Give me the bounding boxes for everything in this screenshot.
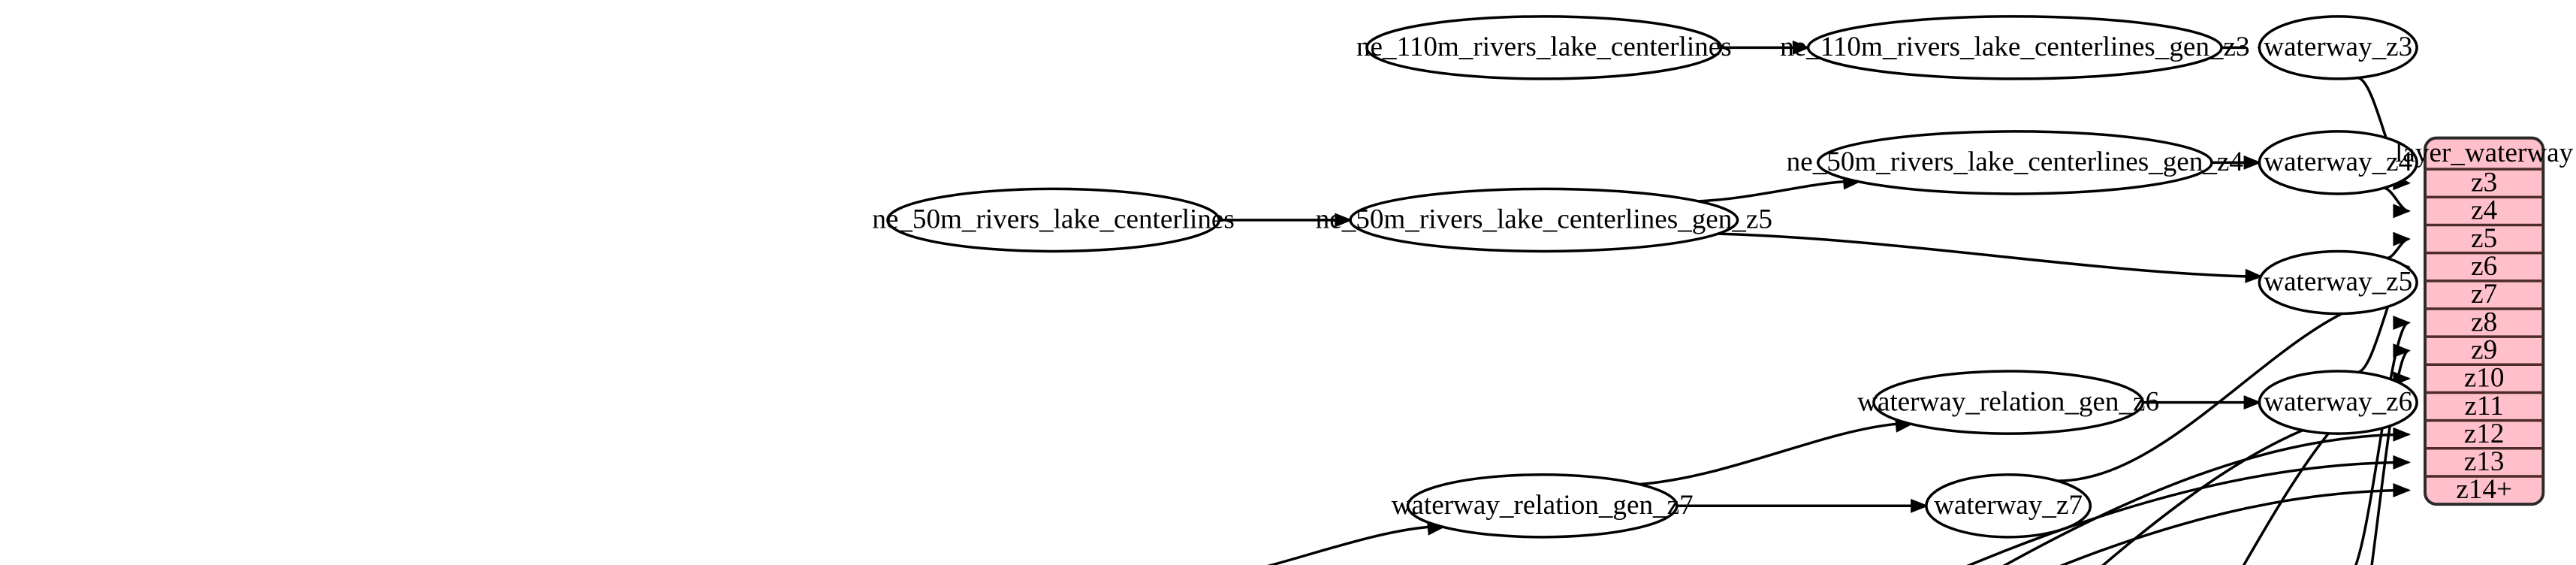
node-shape — [2258, 370, 2418, 435]
node-shape — [1406, 473, 1679, 539]
node-label: ne_50m_rivers_lake_centerlines_gen_z5 — [1316, 204, 1772, 235]
edge-arrowhead — [2243, 395, 2262, 410]
node-waterway_relation_gen_z6[interactable]: waterway_relation_gen_z6 — [1857, 370, 2159, 435]
layer-waterway-table-title: layer_waterway — [2395, 137, 2574, 168]
table-row-z8[interactable]: z8 — [2471, 307, 2497, 337]
edge-waterway_z12-to-layer_waterway-z12 — [2002, 433, 2409, 565]
table-row-z12[interactable]: z12 — [2464, 418, 2505, 449]
node-ne_50m_rivers_lake_centerlines[interactable]: ne_50m_rivers_lake_centerlines — [872, 187, 1235, 253]
node-label: ne_50m_rivers_lake_centerlines_gen_z4 — [1787, 147, 2243, 177]
node-label: ne_110m_rivers_lake_centerlines — [1356, 32, 1732, 62]
node-ne_50m_rivers_lake_centerlines_gen_z5[interactable]: ne_50m_rivers_lake_centerlines_gen_z5 — [1316, 187, 1772, 253]
table-row-z9[interactable]: z9 — [2471, 334, 2497, 365]
node-waterway_z7[interactable]: waterway_z7 — [1925, 473, 2092, 539]
node-waterway_z4[interactable]: waterway_z4 — [2258, 130, 2418, 195]
node-shape — [2258, 249, 2418, 316]
node-label: waterway_z7 — [1934, 490, 2083, 521]
edge-arrowhead — [1335, 213, 1353, 228]
node-label: waterway_z5 — [2264, 267, 2412, 298]
edge-arrowhead — [2245, 268, 2264, 283]
table-row-z7[interactable]: z7 — [2471, 279, 2497, 310]
node-label: ne_50m_rivers_lake_centerlines — [872, 204, 1235, 235]
edge-waterway_relation_gen_z7-to-waterway_relation_gen_z6 — [1639, 422, 1897, 486]
edge-waterway_z8-to-layer_waterway-z8 — [2354, 321, 2410, 565]
node-shape — [886, 187, 1220, 253]
nodes-layer: imposm3osm_waterway_relationosm_waterway… — [872, 15, 2418, 539]
layer-waterway-table: layer_waterwayz3z4z5z6z7z8z9z10z11z12z13… — [2395, 136, 2574, 506]
node-label: waterway_z6 — [2264, 386, 2412, 417]
table-row-z14plus[interactable]: z14+ — [2456, 474, 2512, 505]
edge-arrowhead — [2393, 316, 2412, 331]
layer-waterway-table-body — [2424, 136, 2545, 506]
table-row-z6[interactable]: z6 — [2471, 251, 2497, 282]
edge-arrowhead — [2393, 483, 2412, 498]
edge-arrowhead — [2393, 343, 2412, 358]
edge-arrowhead — [1911, 498, 1929, 513]
node-ne_110m_rivers_lake_centerlines_gen_z3[interactable]: ne_110m_rivers_lake_centerlines_gen_z3 — [1780, 15, 2250, 80]
edge-arrowhead — [2393, 427, 2412, 442]
edge-arrowhead — [2393, 231, 2412, 246]
edge-waterway_z11-to-layer_waterway-z11 — [2101, 405, 2409, 565]
table-row-z10[interactable]: z10 — [2464, 363, 2505, 394]
edge-ne_50m_rivers_lake_centerlines_gen_z5-to-ne_50m_rivers_lake_centerlines_gen_z4 — [1698, 180, 1845, 203]
node-shape — [2258, 130, 2418, 195]
node-shape — [1365, 15, 1723, 80]
node-waterway_z6[interactable]: waterway_z6 — [2258, 370, 2418, 435]
edge-arrowhead — [2393, 455, 2412, 470]
node-shape — [1816, 130, 2213, 195]
node-waterway_relation_gen_z7[interactable]: waterway_relation_gen_z7 — [1392, 473, 1694, 539]
edge-waterway_z14-to-layer_waterway-z14- — [2059, 488, 2409, 565]
node-waterway_z3[interactable]: waterway_z3 — [2258, 15, 2418, 80]
node-label: waterway_z4 — [2264, 147, 2412, 177]
edge-arrowhead — [1792, 40, 1811, 55]
edge-arrowhead — [2243, 155, 2262, 170]
node-shape — [1806, 15, 2223, 80]
table-row-z13[interactable]: z13 — [2464, 446, 2505, 477]
edge-ne_50m_rivers_lake_centerlines_gen_z5-to-waterway_z5 — [1718, 232, 2246, 278]
node-shape — [1872, 370, 2144, 435]
node-label: ne_110m_rivers_lake_centerlines_gen_z3 — [1780, 32, 2249, 62]
node-ne_110m_rivers_lake_centerlines[interactable]: ne_110m_rivers_lake_centerlines — [1356, 15, 1732, 80]
edge-arrowhead — [2393, 204, 2412, 219]
node-shape — [2258, 15, 2418, 80]
table-row-z5[interactable]: z5 — [2471, 223, 2497, 254]
node-waterway_z5[interactable]: waterway_z5 — [2258, 249, 2418, 316]
node-shape — [1925, 473, 2092, 539]
node-label: waterway_relation_gen_z6 — [1857, 386, 2159, 417]
node-label: waterway_z3 — [2264, 32, 2412, 62]
edge-waterway_z9-to-layer_waterway-z9 — [2370, 349, 2410, 565]
table-row-z4[interactable]: z4 — [2471, 195, 2497, 226]
edge-waterway_relation_gen_z8-to-waterway_relation_gen_z7 — [1267, 525, 1429, 565]
table-row-z3[interactable]: z3 — [2471, 167, 2497, 198]
node-label: waterway_relation_gen_z7 — [1392, 490, 1694, 521]
node-shape — [1349, 187, 1739, 253]
table-row-z11[interactable]: z11 — [2465, 391, 2504, 421]
node-ne_50m_rivers_lake_centerlines_gen_z4[interactable]: ne_50m_rivers_lake_centerlines_gen_z4 — [1787, 130, 2243, 195]
edge-waterway_z13-to-layer_waterway-z13 — [1966, 461, 2409, 565]
